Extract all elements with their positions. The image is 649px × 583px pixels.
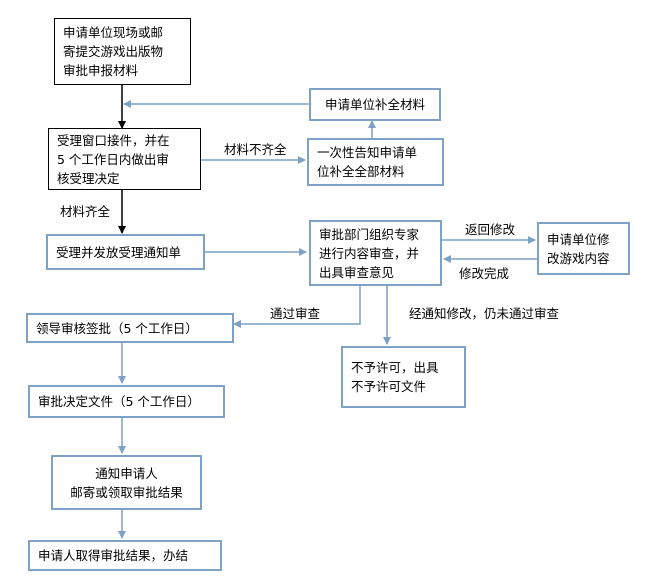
box-obtain-result: 申请人取得审批结果，办结 [28,540,222,571]
box-notify-supplement: 一次性告知申请单 位补全全部材料 [307,138,444,186]
box-accept-notice: 受理并发放受理通知单 [46,234,205,270]
box-notify-supplement-text: 一次性告知申请单 位补全全部材料 [317,145,418,179]
label-modify-done: 修改完成 [459,266,510,281]
box-no-permit: 不予许可，出具 不予许可文件 [341,346,466,408]
box-leader-approval-text: 领导审核签批（5 个工作日） [36,320,198,336]
box-no-permit-text: 不予许可，出具 不予许可文件 [351,360,439,394]
box-expert-review-text: 审批部门组织专家 进行内容审查，并 出具审查意见 [319,226,420,280]
box-notify-applicant-text: 通知申请人 邮寄或领取审批结果 [70,465,183,500]
label-materials-incomplete: 材料不齐全 [224,142,287,157]
box-window-accept: 受理窗口接件，并在 5 个工作日内做出审 核受理决定 [48,128,201,190]
label-failed-after-modify: 经通知修改，仍未通过审查 [409,306,560,321]
box-apply-materials: 申请单位现场或邮 寄提交游戏出版物 审批申报材料 [54,18,191,85]
arrow-passed-review [233,286,361,328]
box-notify-applicant: 通知申请人 邮寄或领取审批结果 [51,455,202,510]
label-materials-complete: 材料齐全 [60,204,111,219]
box-supplement-materials-text: 申请单位补全材料 [324,97,425,112]
label-passed-review: 通过审查 [270,306,321,321]
box-obtain-result-text: 申请人取得审批结果，办结 [38,548,189,563]
box-apply-materials-text: 申请单位现场或邮 寄提交游戏出版物 审批申报材料 [63,25,164,78]
box-modify-content: 申请单位修 改游戏内容 [537,222,630,275]
box-accept-notice-text: 受理并发放受理通知单 [56,244,182,260]
box-expert-review: 审批部门组织专家 进行内容审查，并 出具审查意见 [309,220,442,286]
box-approval-doc: 审批决定文件（5 个工作日） [28,385,225,418]
box-modify-content-text: 申请单位修 改游戏内容 [547,231,610,266]
label-return-modify: 返回修改 [465,222,516,237]
box-supplement-materials: 申请单位补全材料 [309,88,441,121]
box-approval-doc-text: 审批决定文件（5 个工作日） [38,394,200,409]
box-window-accept-text: 受理窗口接件，并在 5 个工作日内做出审 核受理决定 [57,132,170,186]
box-leader-approval: 领导审核签批（5 个工作日） [26,313,234,343]
